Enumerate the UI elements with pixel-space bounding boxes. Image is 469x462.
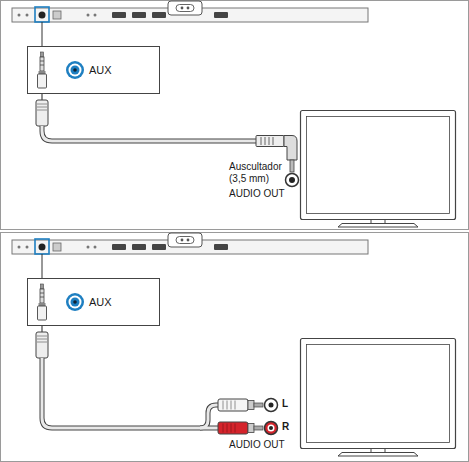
label-box: R: [282, 421, 289, 433]
audio-cable-core: [200, 427, 219, 430]
channel-label: L: [282, 398, 288, 410]
port-label: AUX: [89, 296, 112, 309]
plug-grip: [235, 401, 236, 410]
plug-grip: [231, 424, 232, 433]
headphone-jack: [286, 174, 299, 187]
panel-frame: [1, 1, 469, 230]
channel-label: R: [282, 421, 289, 433]
plug-grip: [227, 424, 228, 433]
rca-collar: [248, 401, 254, 410]
zoom-icons: [36, 284, 84, 358]
label-box: L: [282, 398, 288, 410]
rca-socket-hole: [269, 403, 274, 408]
plug-grip: [235, 424, 236, 433]
rca-tip: [254, 426, 263, 430]
soundbar-rear: [12, 1, 368, 46]
plug-grip: [227, 401, 228, 410]
angle-plug-body: [256, 136, 284, 147]
tv-frame: [301, 111, 456, 220]
plug-grip: [223, 401, 224, 410]
audio-cable-core: [200, 405, 219, 428]
label-box: AUDIO OUT: [229, 439, 285, 451]
zoom-icons: [36, 52, 84, 126]
rca-tip: [254, 403, 263, 407]
tv-screen: [307, 117, 450, 214]
tv-base: [338, 224, 418, 228]
soundbar-rear: [12, 233, 368, 278]
tv-base: [338, 453, 418, 457]
port-label: AUDIO OUT: [229, 439, 285, 451]
port-label: AUX: [89, 64, 112, 77]
rca-socket-hole: [269, 426, 273, 430]
angle-plug-corner: [284, 136, 297, 161]
port-label: AUDIO OUT: [229, 188, 285, 200]
port-label: Auscultador (3,5 mm): [229, 161, 289, 185]
rca-socket-ring: [268, 425, 275, 432]
audio-cable-core: [42, 358, 200, 428]
audio-cable: [42, 358, 200, 428]
plug-grip: [273, 137, 274, 145]
panel-frame: [1, 233, 469, 462]
rca-plug-red: [218, 422, 248, 434]
headphone-jack-hole: [289, 177, 295, 183]
label-box: AUDIO OUT: [229, 188, 285, 200]
label-box: Auscultador (3,5 mm): [229, 161, 289, 185]
tv-screen: [307, 345, 450, 443]
rca-collar: [248, 424, 254, 433]
zoom-box: AUX: [27, 46, 160, 94]
plug-grip: [261, 137, 262, 145]
plug-grip: [223, 424, 224, 433]
tv-frame: [301, 339, 456, 449]
rca-socket-white: [265, 399, 278, 412]
tv-neck: [371, 449, 385, 453]
audio-cable: [42, 126, 256, 141]
tv-neck: [371, 220, 385, 224]
audio-cable-core: [42, 126, 256, 141]
zoom-box: AUX: [27, 278, 160, 326]
rca-plug-white: [218, 399, 248, 411]
plug-grip: [269, 137, 270, 145]
rca-socket-red: [265, 422, 278, 435]
angle-plug-tip: [290, 160, 294, 172]
plug-grip: [231, 401, 232, 410]
plug-grip: [265, 137, 266, 145]
audio-cable-branch: [200, 405, 219, 428]
